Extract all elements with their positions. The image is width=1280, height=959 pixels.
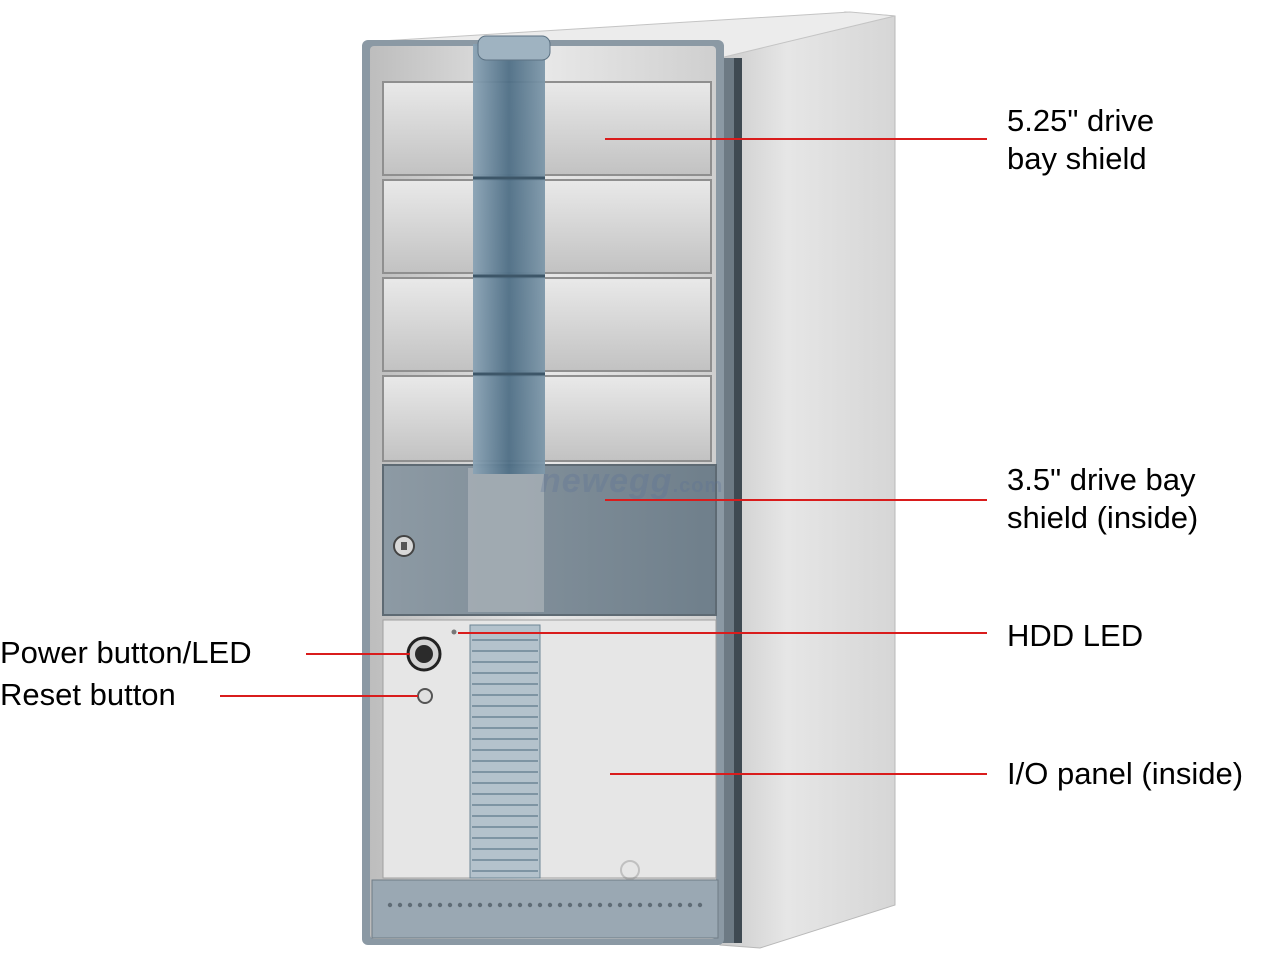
front-center-strip xyxy=(473,44,545,474)
label-525-line2: bay shield xyxy=(1007,141,1147,176)
leader-line-power-button xyxy=(306,653,410,655)
drive-bay-35-door xyxy=(382,464,717,616)
front-strip-separators xyxy=(473,176,545,376)
front-vent-strip xyxy=(469,624,541,879)
leader-line-35-bay xyxy=(605,499,987,501)
case-bottom-vent xyxy=(371,879,719,939)
drive-bays-525 xyxy=(382,81,712,462)
leader-line-reset-button xyxy=(220,695,418,697)
label-525-line1: 5.25" drive xyxy=(1007,103,1155,138)
label-35-line1: 3.5" drive bay xyxy=(1007,462,1196,497)
label-525-drive-bay-shield: 5.25" drive bay shield xyxy=(1007,102,1154,178)
label-35-line2: shield (inside) xyxy=(1007,500,1199,535)
leader-line-525-bay xyxy=(605,138,987,140)
leader-line-io-panel xyxy=(610,773,987,775)
label-io-panel: I/O panel (inside) xyxy=(1007,756,1244,791)
label-power-button: Power button/LED xyxy=(0,635,252,670)
reset-button-icon xyxy=(417,688,433,704)
label-35-drive-bay-shield: 3.5" drive bay shield (inside) xyxy=(1007,461,1198,537)
watermark: newegg.com xyxy=(540,462,724,500)
label-hdd-led: HDD LED xyxy=(1007,618,1144,653)
case-brand-logo xyxy=(620,860,640,880)
label-reset-button: Reset button xyxy=(0,677,176,712)
leader-line-hdd-led xyxy=(458,632,987,634)
hdd-led-icon xyxy=(451,629,457,635)
